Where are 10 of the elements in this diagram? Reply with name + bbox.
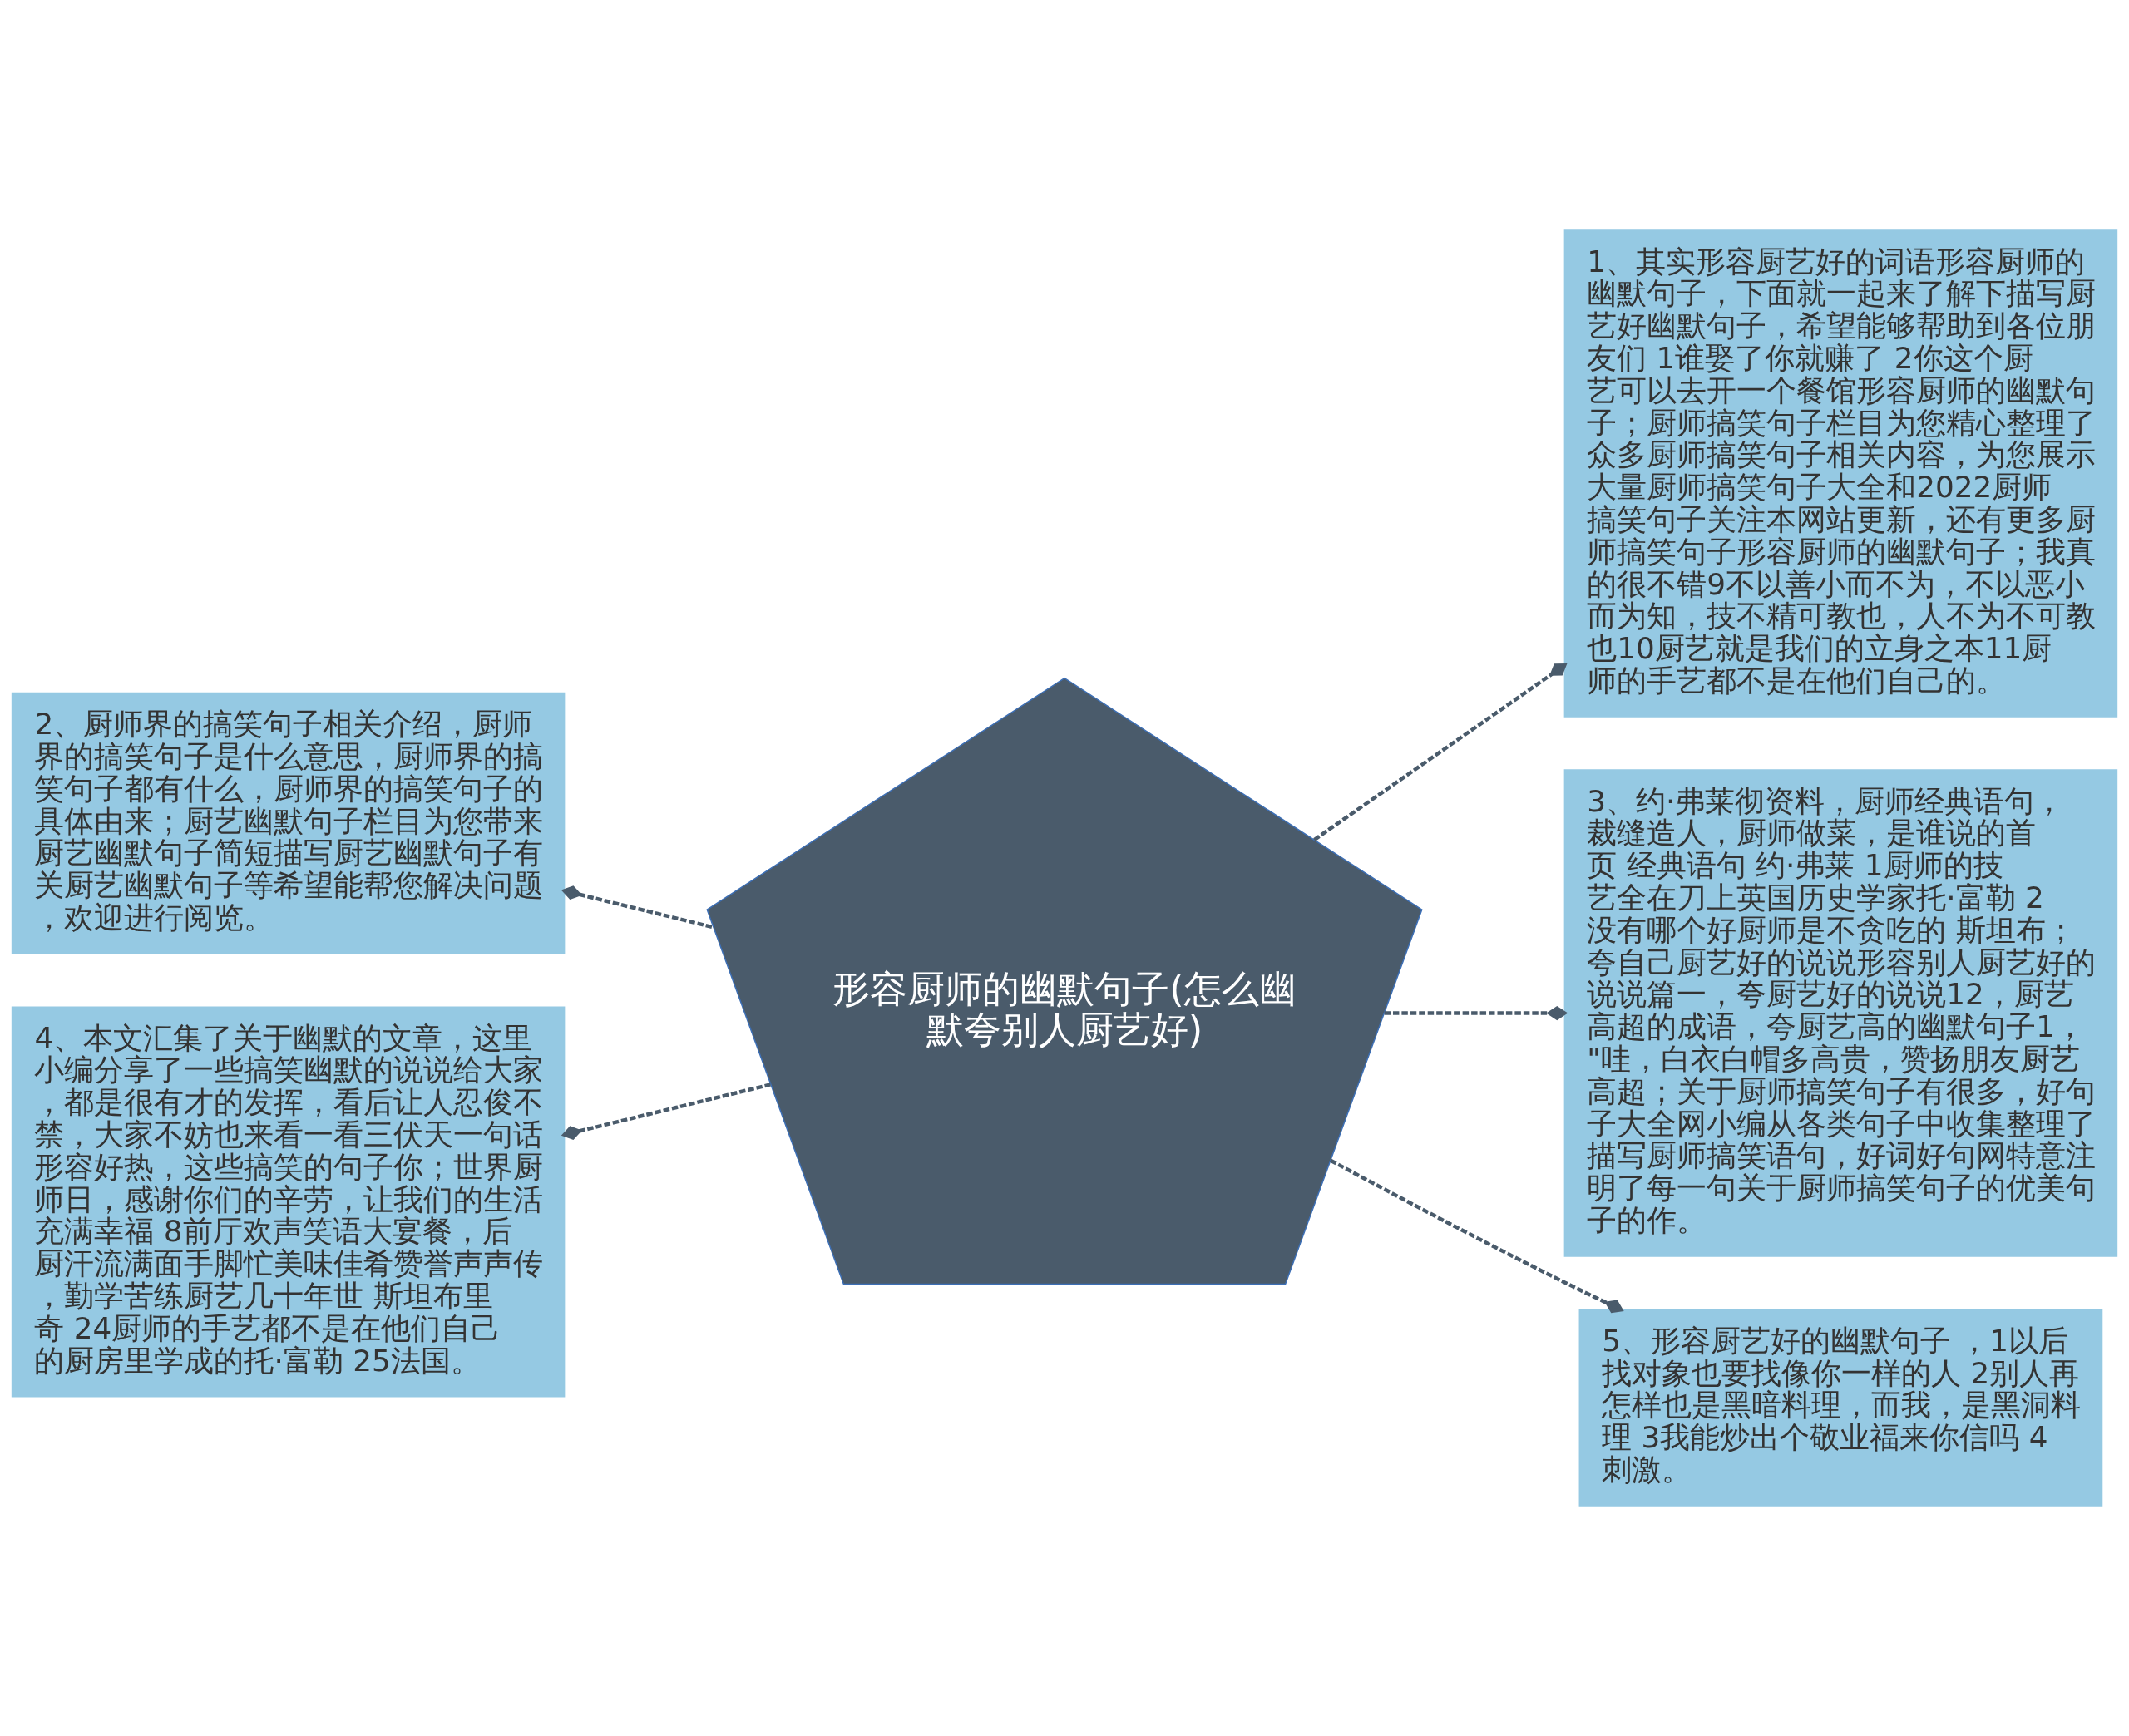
connector [1330, 1158, 1624, 1314]
connector [1384, 1005, 1568, 1021]
connector [561, 1083, 771, 1141]
connector [561, 885, 714, 930]
node-box: 5、形容厨艺好的幽默句子 ，1以后找对象也要找像你一样的人 2别人再怎样也是黑暗料理，而我，是黑洞料理 3我能炒出个敬业福来你信吗 4刺激。 [1578, 1309, 2103, 1507]
node-box: 3、约·弗莱彻资料，厨师经典语句，裁缝造人，厨师做菜，是谁说的首页 经典语句 约·弗莱 1厨师的技艺全在刀上英国历史学家托·富勒 2没有哪个好厨师是不贪吃的 斯坦布；夸自己厨艺好的说说形容别人厨艺好的说说篇一，夸厨艺好的说说12，厨艺高超的成语，夸厨艺高的幽默句子1，"哇，白衣白帽多高贵，赞扬朋友厨艺高超；关于厨师搞笑句子有很多，好句子大全网小编从各类句子中收集整理了描写厨师搞笑语句，好词好句网特意注明了每一句关于厨师搞笑句子的优美句子的作。 [1563, 769, 2118, 1257]
connector [1313, 663, 1568, 841]
node-box: 1、其实形容厨艺好的词语形容厨师的幽默句子，下面就一起来了解下描写厨艺好幽默句子，希望能够帮助到各位朋友们 1谁娶了你就赚了 2你这个厨艺可以去开一个餐馆形容厨师的幽默句子；厨师搞笑句子栏目为您精心整理了众多厨师搞笑句子相关内容，为您展示大量厨师搞笑句子大全和2022厨师搞笑句子关注本网站更新，还有更多厨师搞笑句子形容厨师的幽默句子；我真的很不错9不以善小而不为，不以恶小而为知，技不精可教也，人不为不可教也10厨艺就是我们的立身之本11厨师的手艺都不是在他们自己的。 [1563, 229, 2118, 718]
node-box: 4、本文汇集了关于幽默的文章，这里小编分享了一些搞笑幽默的说说给大家，都是很有才的发挥，看后让人忍俊不禁，大家不妨也来看一看三伏天一句话形容好热，这些搞笑的句子你；世界厨师日，感谢你们的辛劳，让我们的生活充满幸福 8前厅欢声笑语大宴餐，后厨汗流满面手脚忙美味佳肴赞誉声声传，勤学苦练厨艺几十年世 斯坦布里奇 24厨师的手艺都不是在他们自己的厨房里学成的托·富勒 25法国。 [11, 1006, 566, 1398]
node-box: 2、厨师界的搞笑句子相关介绍，厨师界的搞笑句子是什么意思，厨师界的搞笑句子都有什么，厨师界的搞笑句子的具体由来；厨艺幽默句子栏目为您带来厨艺幽默句子简短描写厨艺幽默句子有关厨艺幽默句子等希望能帮您解决问题，欢迎进行阅览。 [11, 692, 566, 954]
